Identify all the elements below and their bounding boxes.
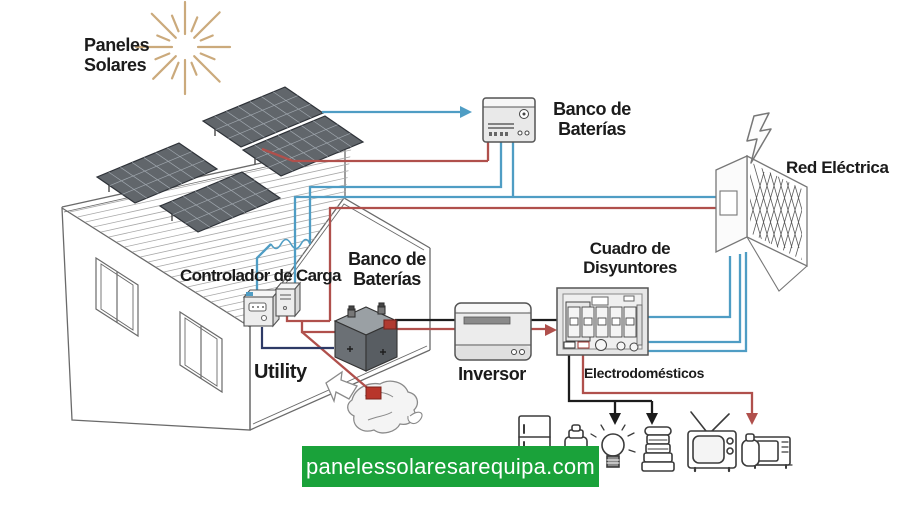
label-charge-controller: Controlador de Carga [180,266,341,285]
tv-icon [687,411,737,473]
label-breaker-panel: Cuadro de Disyuntores [583,239,677,278]
solar-panel-array [95,86,365,233]
window [95,256,223,394]
label-solar-panels: Paneles Solares [84,35,150,76]
black-arrowhead-blender [646,413,658,425]
blue-arrowhead [460,106,472,118]
label-inverter: Inversor [458,364,526,384]
grid-connection-box [715,112,808,292]
blender-icon [641,426,675,472]
label-battery-bank-mid: Banco de Baterías [348,249,426,290]
microwave-icon [741,433,793,469]
label-appliances: Electrodomésticos [584,365,705,381]
red-arrowhead-breaker [545,324,557,336]
battery-bank-top-device [482,97,536,143]
wires-blue [255,110,748,353]
label-utility: Utility [254,361,307,383]
appliance-icons [518,411,793,473]
generator-plug [365,386,382,400]
battery-device [333,302,399,372]
sun-icon [134,0,232,96]
generator-sketch [325,370,423,434]
lightning-bolt-icon [746,112,772,164]
label-battery-bank-top: Banco de Baterías [553,99,631,140]
label-grid: Red Eléctrica [786,158,889,177]
website-url: panelessolaresarequipa.com [305,453,596,479]
charge-controller-device [242,281,302,328]
breaker-panel-device [556,287,649,356]
wire-navy [260,327,334,350]
inverter-device [454,302,532,361]
red-arrowhead-microwave [746,413,758,425]
black-arrowhead-bulb [609,413,621,425]
website-banner: panelessolaresarequipa.com [302,446,599,487]
